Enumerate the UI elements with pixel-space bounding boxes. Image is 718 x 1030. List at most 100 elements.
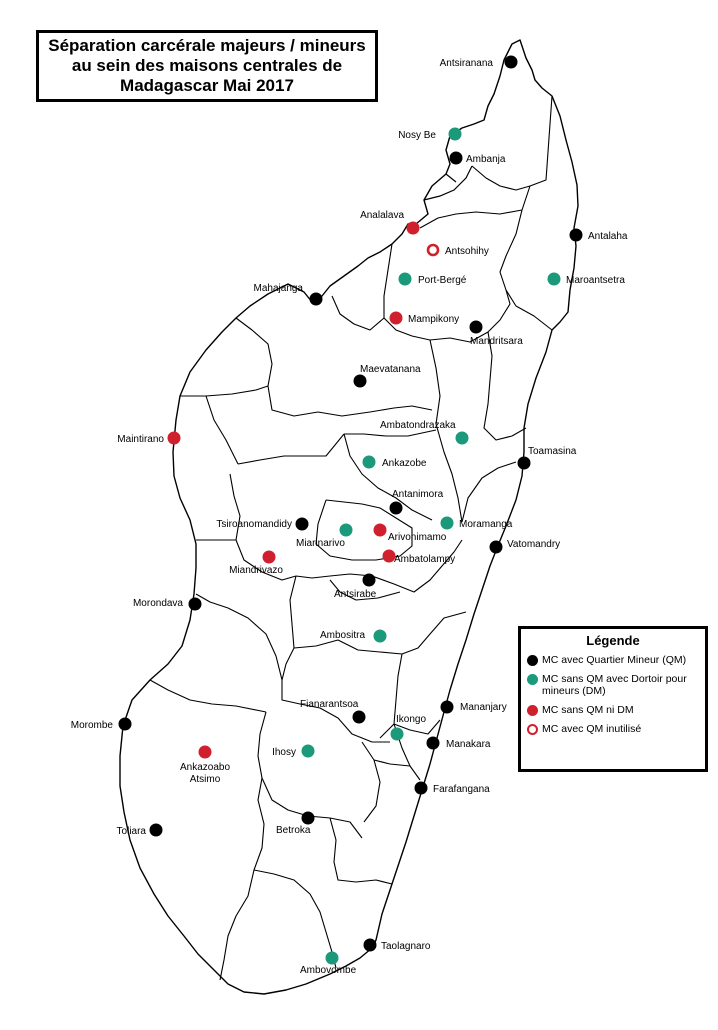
border-itasy xyxy=(315,499,413,561)
city-label: Morombe xyxy=(71,720,114,731)
legend-item-qm: MC avec Quartier Mineur (QM) xyxy=(527,654,699,666)
city-label: Maroantsetra xyxy=(566,275,625,286)
border-boeny-south xyxy=(235,317,433,417)
city-marker-qm xyxy=(469,320,483,334)
city-label: Toamasina xyxy=(528,446,577,457)
city-label: Ikongo xyxy=(396,714,426,725)
city-label: Toliara xyxy=(117,826,147,837)
city-label: Betroka xyxy=(276,825,311,836)
border-analamanga-west xyxy=(343,433,433,521)
city-label: Maintirano xyxy=(117,434,164,445)
city-label: Antanimora xyxy=(392,489,444,500)
city-label: Mandritsara xyxy=(470,336,523,347)
city-marker-dm xyxy=(455,431,469,445)
city-marker-qm xyxy=(352,710,366,724)
city-label: Antsohihy xyxy=(445,246,489,257)
city-marker-dm xyxy=(339,523,353,537)
border-androy xyxy=(253,869,337,969)
city-label: Tsiroanomandidy xyxy=(216,519,292,530)
border-anosy-north xyxy=(329,817,393,885)
border-mangoro xyxy=(461,461,517,523)
city-marker-dm xyxy=(398,272,412,286)
city-marker-qm xyxy=(301,811,315,825)
city-marker-ring xyxy=(426,243,440,257)
green-dot-icon xyxy=(527,674,538,685)
city-marker-qm xyxy=(149,823,163,837)
city-marker-qm xyxy=(309,292,323,306)
city-label: Morondava xyxy=(133,598,183,609)
city-marker-dm xyxy=(390,727,404,741)
city-marker-none xyxy=(262,550,276,564)
city-label: Moramanga xyxy=(459,519,513,530)
island-outline xyxy=(119,39,579,995)
border-betroka-west xyxy=(219,777,265,981)
city-marker-qm xyxy=(414,781,428,795)
city-label: Mampikony xyxy=(408,314,459,325)
city-label: Ambatondrazaka xyxy=(380,420,456,431)
legend-item-none: MC sans QM ni DM xyxy=(527,704,699,716)
city-label: Vatomandry xyxy=(507,539,560,550)
city-marker-dm xyxy=(362,455,376,469)
city-label: Ambositra xyxy=(320,630,365,641)
city-marker-none xyxy=(373,523,387,537)
border-atsimo-andrefana xyxy=(149,593,283,713)
border-alaotra xyxy=(429,339,463,523)
city-marker-none xyxy=(167,431,181,445)
border-sofia-north xyxy=(419,185,531,229)
legend-box: Légende MC avec Quartier Mineur (QM) MC … xyxy=(518,626,708,772)
city-label: Manakara xyxy=(446,739,491,750)
black-dot-icon xyxy=(527,655,538,666)
border-bongolava-north xyxy=(237,433,345,465)
city-marker-qm xyxy=(569,228,583,242)
city-marker-dm xyxy=(373,629,387,643)
city-marker-none xyxy=(389,311,403,325)
city-marker-qm xyxy=(295,517,309,531)
city-marker-qm xyxy=(362,573,376,587)
red-ring-icon xyxy=(527,724,538,735)
border-vakinankaratra xyxy=(295,539,463,593)
border-analamanga-north xyxy=(344,429,437,437)
city-marker-qm xyxy=(118,717,132,731)
border-sofia-west xyxy=(383,243,511,343)
city-marker-dm xyxy=(448,127,462,141)
city-marker-dm xyxy=(547,272,561,286)
city-marker-qm xyxy=(504,55,518,69)
coastline xyxy=(119,39,579,995)
city-label: Miarinarivo xyxy=(296,538,345,549)
city-label: Ankazobe xyxy=(382,458,427,469)
border-boeny-east xyxy=(331,295,385,331)
border-alaotra-east xyxy=(483,331,527,441)
border-sava-south xyxy=(499,209,553,331)
border-amoron-south xyxy=(281,647,390,743)
city-marker-qm xyxy=(440,700,454,714)
legend-item-ring: MC avec QM inutilisé xyxy=(527,723,699,735)
legend-label: MC sans QM ni DM xyxy=(542,704,634,716)
legend-title: Légende xyxy=(586,633,640,648)
legend-label: MC sans QM avec Dortoir pour mineurs (DM… xyxy=(542,673,687,697)
city-marker-qm xyxy=(449,151,463,165)
city-label: Antsiranana xyxy=(440,58,494,69)
city-markers xyxy=(118,55,583,965)
legend-label: MC avec Quartier Mineur (QM) xyxy=(542,654,687,666)
city-label: Antsirabe xyxy=(334,589,377,600)
city-marker-qm xyxy=(353,374,367,388)
city-label: Mananjary xyxy=(460,702,507,713)
map-title: Séparation carcérale majeurs / mineurs a… xyxy=(48,36,366,95)
city-label: Taolagnaro xyxy=(381,941,431,952)
city-label: Fianarantsoa xyxy=(300,699,359,710)
city-marker-qm xyxy=(363,938,377,952)
city-marker-qm xyxy=(517,456,531,470)
city-marker-none xyxy=(382,549,396,563)
city-marker-dm xyxy=(325,951,339,965)
city-label: Analalava xyxy=(360,210,404,221)
city-marker-dm xyxy=(440,516,454,530)
city-label: Ambanja xyxy=(466,154,506,165)
city-marker-none xyxy=(406,221,420,235)
border-ihorombe-west xyxy=(257,711,363,839)
red-dot-icon xyxy=(527,705,538,716)
city-label: Nosy Be xyxy=(398,130,436,141)
city-label: Port-Bergé xyxy=(418,275,467,286)
city-label: Farafangana xyxy=(433,784,490,795)
